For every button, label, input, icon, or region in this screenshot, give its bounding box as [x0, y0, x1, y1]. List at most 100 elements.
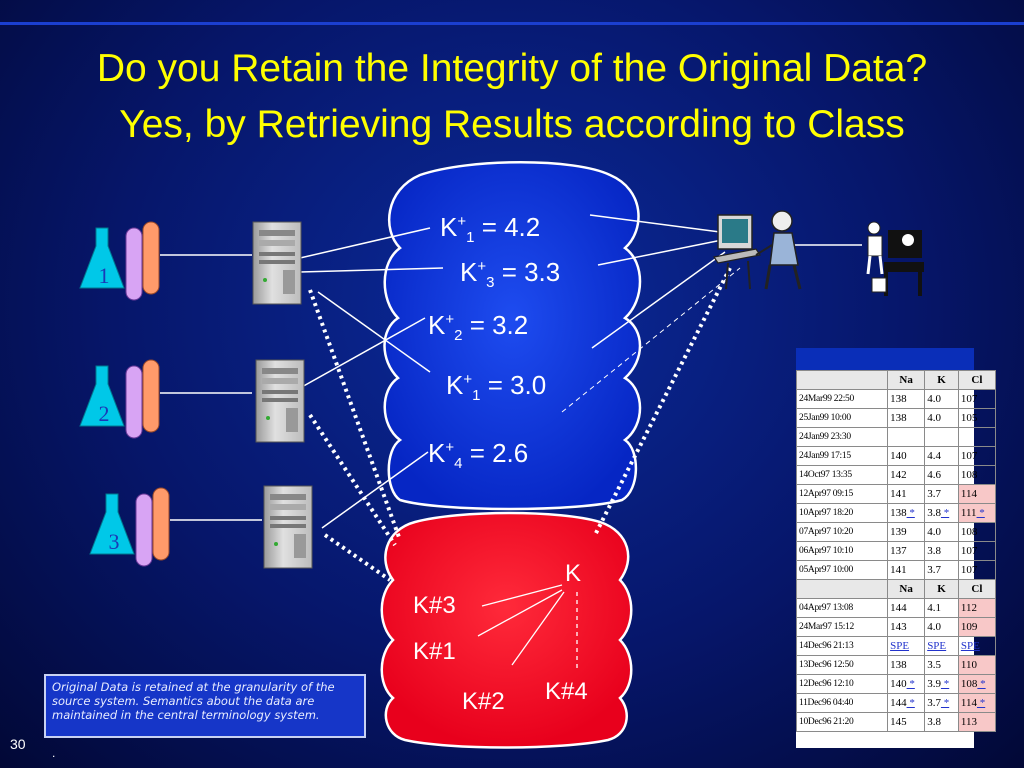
value-cell: 4.6	[924, 465, 959, 485]
date-cell: 11Dec96 04:40	[795, 693, 889, 713]
test-tube-icon	[125, 227, 143, 301]
value-cell: 4.1	[924, 598, 959, 618]
result-sub: 4	[454, 455, 463, 472]
result-sub: 1	[466, 229, 475, 246]
blue-cloud	[383, 161, 642, 511]
header-cell: Na	[887, 579, 926, 599]
result-value: = 4.2	[481, 212, 541, 242]
value-cell: 137	[887, 541, 926, 561]
date-cell: 14Oct97 13:35	[795, 465, 889, 485]
value-cell: 141	[887, 560, 926, 580]
clinician-at-computer-icon	[712, 210, 802, 290]
comment-link[interactable]: *	[906, 507, 915, 519]
flask-icon	[89, 493, 135, 555]
date-cell: 14Dec96 21:13	[795, 636, 889, 656]
header-cell: K	[924, 370, 959, 390]
k3-code: K#3	[413, 592, 456, 619]
value-cell: 107	[957, 446, 997, 466]
value-cell: 143	[887, 617, 926, 637]
value-cell: 3.7	[924, 560, 959, 580]
date-cell: 24Mar99 22:50	[795, 389, 889, 409]
comment-link[interactable]: *	[977, 678, 986, 690]
value-cell: 3.8	[924, 541, 959, 561]
comment-link[interactable]: *	[940, 697, 950, 709]
result-k1-3-0: K+1 = 3.0	[446, 370, 546, 404]
top-rule	[0, 22, 1024, 25]
source-label-1: 1	[99, 263, 110, 288]
doctor-patient-icon	[866, 221, 924, 296]
header-cell: Cl	[957, 370, 997, 390]
comment-link[interactable]: *	[906, 697, 915, 709]
value-cell	[957, 427, 997, 447]
result-k2-3-2: K+2 = 3.2	[428, 310, 528, 344]
result-k3-3-3: K+3 = 3.3	[460, 257, 560, 291]
value-cell: 108 *	[957, 674, 997, 694]
result-sup: +	[445, 311, 455, 328]
value-cell: 108	[957, 465, 997, 485]
value-cell: 111 *	[957, 503, 997, 523]
title-line-1: Do you Retain the Integrity of the Origi…	[96, 47, 928, 90]
test-tube-icon	[142, 359, 160, 433]
value-cell: 3.8	[924, 712, 959, 732]
comment-link[interactable]: *	[940, 507, 950, 519]
comment-link[interactable]: *	[906, 678, 915, 690]
date-cell: 06Apr97 10:10	[795, 541, 889, 561]
comment-link[interactable]: *	[976, 507, 985, 519]
value-cell: 109	[957, 617, 997, 637]
k-tree-lines	[477, 584, 578, 670]
header-cell	[795, 370, 889, 390]
dashed-link-kplus1	[561, 267, 741, 413]
value-cell: 4.0	[924, 617, 959, 637]
date-cell: 24Jan99 23:30	[795, 427, 889, 447]
value-cell: 107	[957, 389, 997, 409]
value-cell: 138	[887, 655, 926, 675]
result-sub: 1	[472, 387, 481, 404]
comment-link[interactable]: *	[940, 678, 950, 690]
value-cell	[924, 427, 959, 447]
server-icon	[252, 221, 302, 305]
note-box: Original Data is retained at the granula…	[44, 674, 366, 738]
comment-link[interactable]: *	[976, 697, 986, 709]
date-cell: 13Dec96 12:50	[795, 655, 889, 675]
value-cell: 114	[957, 484, 997, 504]
result-value: = 3.2	[469, 310, 529, 340]
value-cell: 4.0	[924, 408, 959, 428]
result-sup: +	[445, 439, 455, 456]
server-icon	[255, 359, 305, 443]
dotted-links	[308, 267, 732, 582]
red-cloud	[380, 511, 633, 749]
value-cell: 105	[957, 408, 997, 428]
value-cell: 144	[887, 598, 926, 618]
date-cell: 07Apr97 10:20	[795, 522, 889, 542]
k4-code: K#4	[545, 678, 588, 705]
value-cell: 107	[957, 541, 997, 561]
date-cell: 12Dec96 12:10	[795, 674, 889, 694]
sample-group-1	[79, 221, 160, 301]
sample-group-3	[89, 487, 170, 567]
value-cell: 107	[957, 560, 997, 580]
value-cell: 140 *	[887, 674, 926, 694]
value-cell: 140	[887, 446, 926, 466]
result-base: K	[460, 257, 478, 287]
value-cell: 4.0	[924, 522, 959, 542]
result-base: K	[446, 370, 464, 400]
test-tube-icon	[142, 221, 160, 295]
result-k1-4-2: K+1 = 4.2	[440, 212, 540, 246]
connection-lines	[160, 214, 862, 529]
value-cell	[887, 427, 926, 447]
value-cell: 113	[957, 712, 997, 732]
value-cell: SPE	[887, 636, 926, 656]
title-line-2: Yes, by Retrieving Results according to …	[119, 103, 905, 146]
date-cell: 04Apr97 13:08	[795, 598, 889, 618]
flask-icon	[79, 227, 125, 289]
